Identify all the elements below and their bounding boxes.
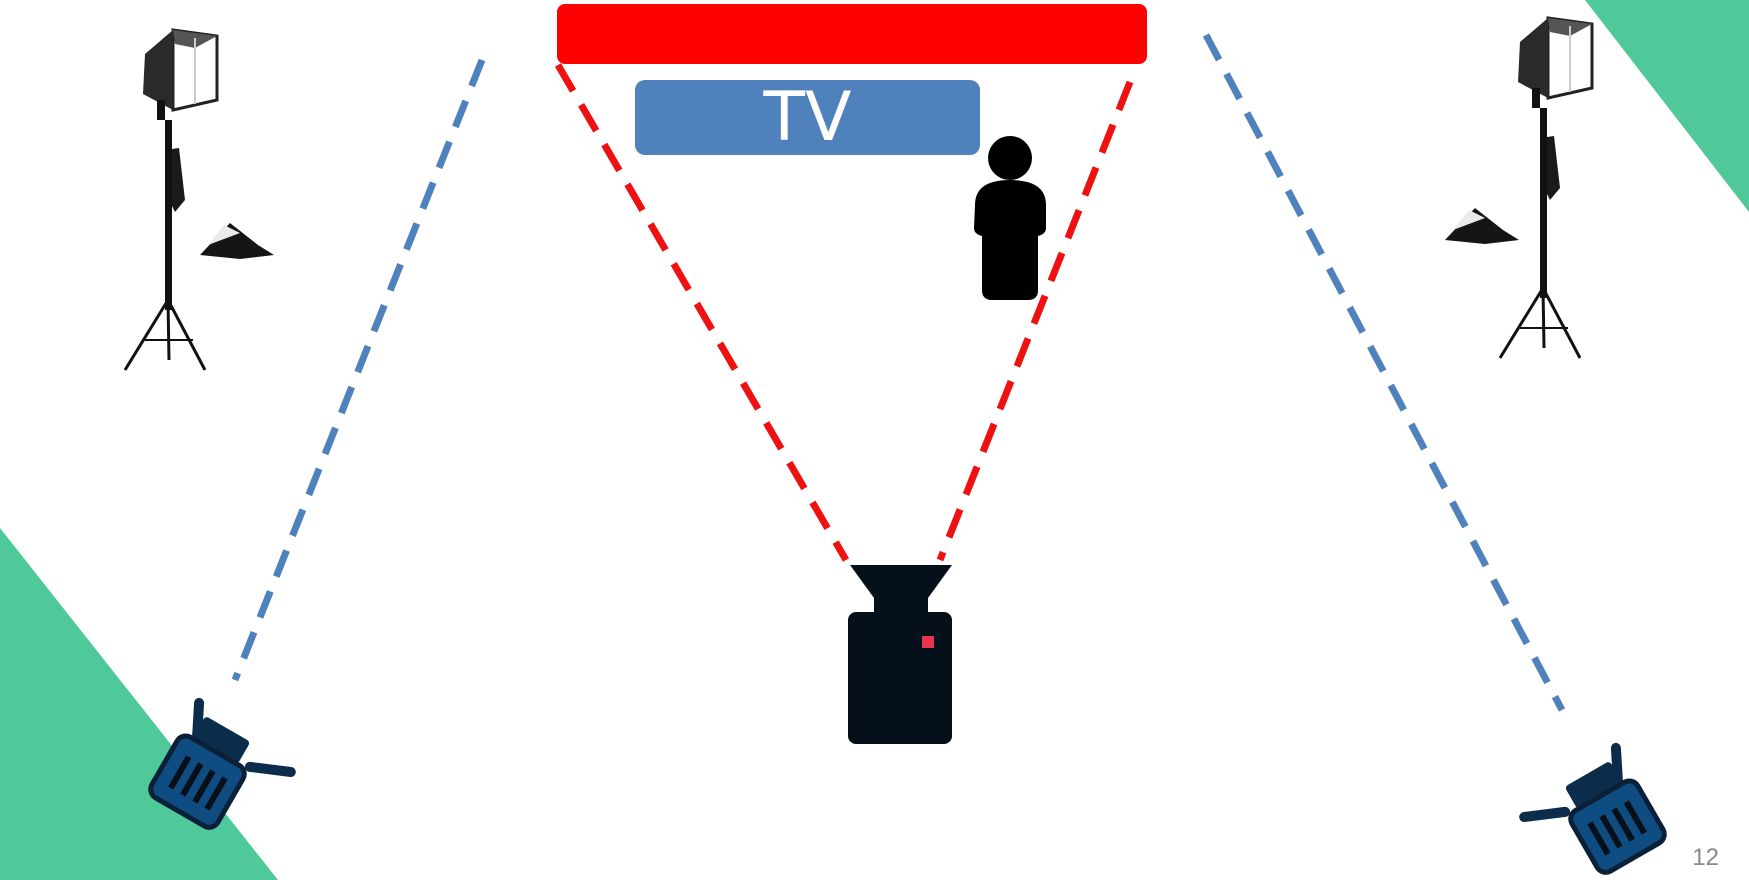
- softbox-light-left-icon: [123, 28, 219, 372]
- right-light-beam: [1202, 33, 1566, 712]
- person-icon: [974, 136, 1046, 300]
- folded-softbox-right-icon: [1445, 208, 1519, 244]
- backdrop: [557, 4, 1147, 64]
- corner-accent-top-right: [1585, 0, 1749, 212]
- folded-softbox-left-icon: [200, 223, 274, 259]
- tv-box: [635, 80, 980, 155]
- corner-accent-bottom-left: [0, 528, 278, 880]
- camera-fov-right-edge: [936, 80, 1134, 562]
- camera-led: [922, 636, 934, 648]
- spotlight-right-icon: [1517, 748, 1668, 880]
- left-light-beam: [231, 58, 486, 682]
- page-number: 12: [1692, 844, 1719, 871]
- camera-fov-left-edge: [554, 63, 850, 562]
- softbox-light-right-icon: [1498, 16, 1594, 360]
- video-camera-icon: [848, 565, 952, 744]
